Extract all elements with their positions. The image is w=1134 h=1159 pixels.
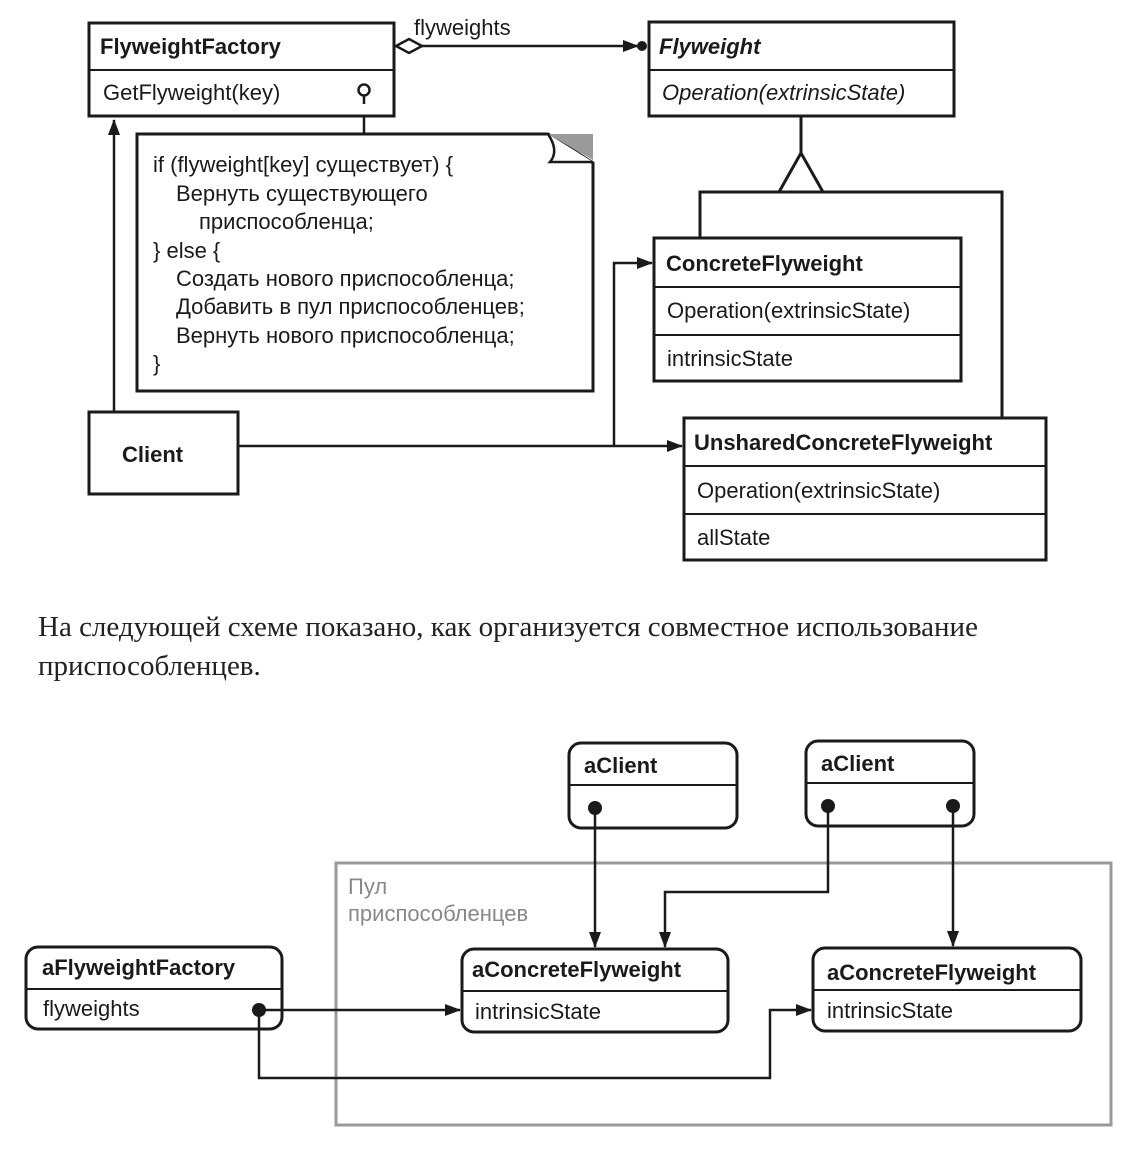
- object-references: [257, 806, 959, 1080]
- class-flyweight: Flyweight Operation(extrinsicState): [647, 20, 956, 118]
- unshared-flyweight-op: Operation(extrinsicState): [697, 478, 940, 503]
- flyweight-name: Flyweight: [659, 34, 762, 59]
- factory-note: if (flyweight[key] существует) { Вернуть…: [135, 116, 595, 393]
- note-line-3: приспособленца;: [199, 209, 374, 234]
- flyweight-factory-op: GetFlyweight(key): [103, 80, 280, 105]
- unshared-flyweight-name: UnsharedConcreteFlyweight: [694, 430, 993, 455]
- aclient-1-name: aClient: [584, 753, 658, 778]
- aflyweight-factory-name: aFlyweightFactory: [42, 955, 236, 980]
- aconcrete-1-name: aConcreteFlyweight: [472, 957, 682, 982]
- pool-label-1: Пул: [348, 874, 387, 899]
- aclient-2-name: aClient: [821, 751, 895, 776]
- aconcrete-2-attr: intrinsicState: [827, 998, 953, 1023]
- aconcrete-1-attr: intrinsicState: [475, 999, 601, 1024]
- aflyweight-factory-attr: flyweights: [43, 996, 140, 1021]
- pool-label-2: приспособленцев: [348, 901, 528, 926]
- note-line-6: Добавить в пул приспособленцев;: [176, 294, 525, 319]
- client-name: Client: [122, 442, 184, 467]
- concrete-flyweight-name: ConcreteFlyweight: [666, 251, 863, 276]
- assoc-label-flyweights: flyweights: [414, 15, 511, 40]
- flyweight-op: Operation(extrinsicState): [662, 80, 905, 105]
- client-associations: [108, 119, 683, 452]
- aconcrete-2-name: aConcreteFlyweight: [827, 960, 1037, 985]
- object-aflyweight-factory: aFlyweightFactory flyweights: [24, 945, 284, 1031]
- note-line-7: Вернуть нового приспособленца;: [176, 323, 515, 348]
- class-client: Client: [87, 410, 240, 496]
- note-line-5: Создать нового приспособленца;: [176, 266, 515, 291]
- object-aconcrete-flyweight-1: aConcreteFlyweight intrinsicState: [460, 947, 730, 1034]
- note-anchor-icon: [357, 83, 371, 104]
- unshared-flyweight-attr: allState: [697, 525, 770, 550]
- flyweight-pool: Пул приспособленцев: [334, 861, 1113, 1127]
- object-aconcrete-flyweight-2: aConcreteFlyweight intrinsicState: [811, 946, 1083, 1033]
- note-line-4: } else {: [153, 238, 220, 263]
- inheritance-tree: [698, 116, 1004, 418]
- body-paragraph: На следующей схеме показано, как организ…: [38, 611, 978, 682]
- object-aclient-1: aClient: [567, 741, 739, 830]
- flyweight-factory-name: FlyweightFactory: [100, 34, 282, 59]
- object-aclient-2: aClient: [804, 739, 976, 828]
- class-unshared-concrete-flyweight: UnsharedConcreteFlyweight Operation(extr…: [682, 416, 1048, 562]
- note-line-8: }: [153, 351, 160, 376]
- concrete-flyweight-op: Operation(extrinsicState): [667, 298, 910, 323]
- class-flyweight-factory: FlyweightFactory GetFlyweight(key): [87, 21, 396, 118]
- note-line-1: if (flyweight[key] существует) {: [153, 152, 453, 177]
- concrete-flyweight-attr: intrinsicState: [667, 346, 793, 371]
- aggregation-flyweights: flyweights: [393, 15, 647, 55]
- note-line-2: Вернуть существующего: [176, 181, 428, 206]
- class-concrete-flyweight: ConcreteFlyweight Operation(extrinsicSta…: [652, 236, 963, 383]
